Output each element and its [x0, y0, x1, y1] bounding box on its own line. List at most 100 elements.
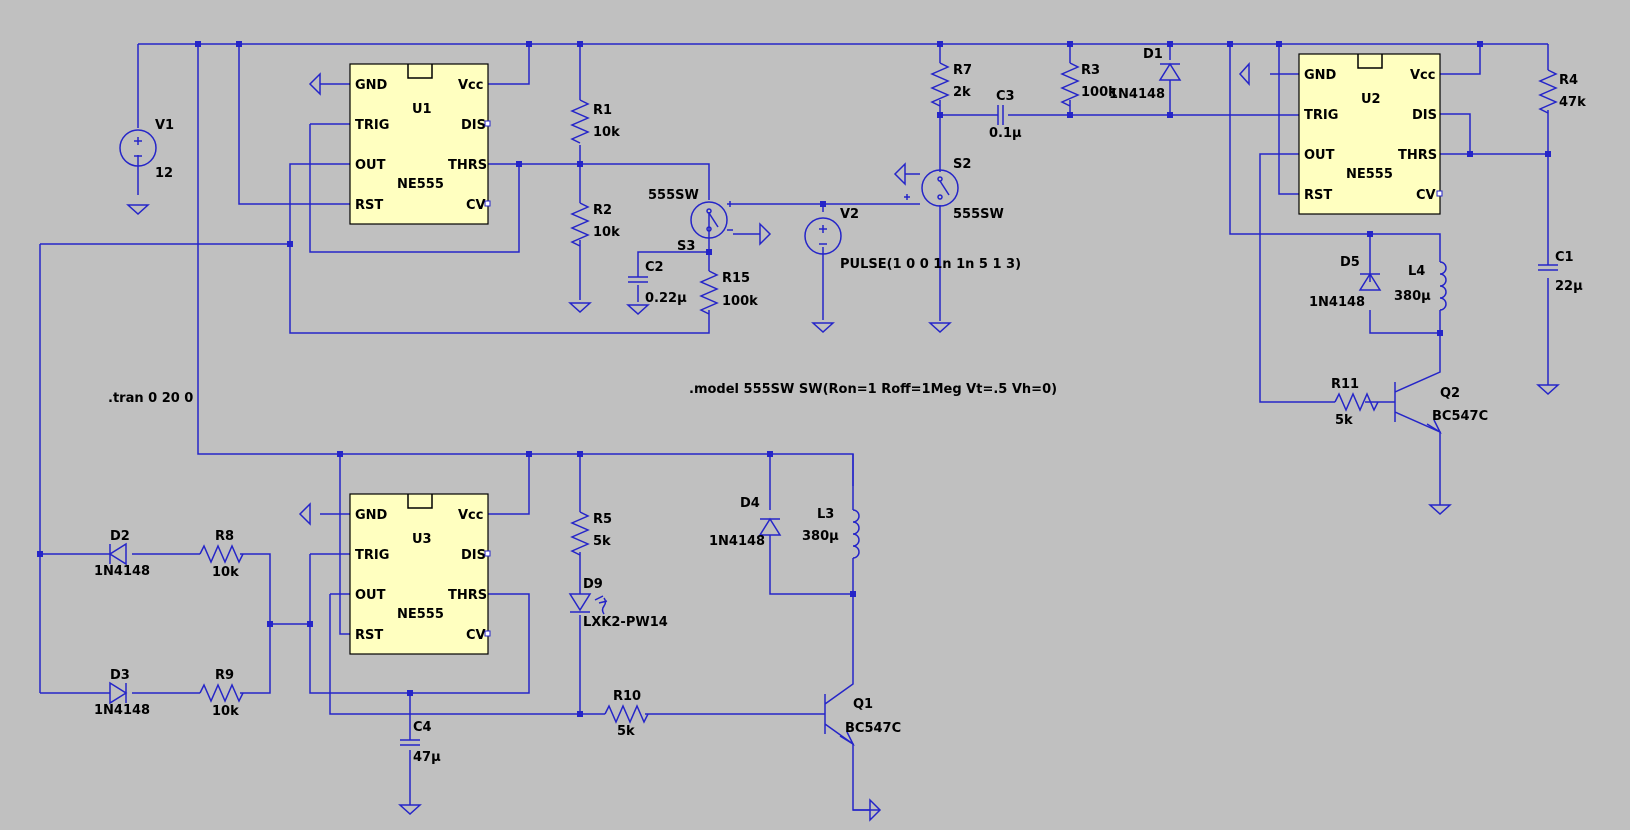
d2-value: 1N4148 [94, 564, 150, 579]
d3-value: 1N4148 [94, 703, 150, 718]
junctions [37, 41, 1551, 717]
ic-u1[interactable]: GND Vcc TRIG DIS OUT THRS RST CV U1 NE55… [349, 63, 491, 225]
resistor-r2[interactable]: R2 10k [570, 202, 620, 247]
u2-pin-cv: CV [1416, 188, 1436, 203]
u3-pin-out: OUT [355, 588, 386, 603]
resistor-r8[interactable]: R8 10k [199, 529, 244, 580]
wires [39, 43, 1549, 811]
inductor-l3[interactable]: L3 380µ [802, 507, 860, 574]
r8-value: 10k [212, 565, 239, 580]
switch-s3[interactable]: 555SW S3 [648, 188, 733, 254]
transistor-q1[interactable]: Q1 BC547C [824, 668, 901, 750]
diode-d1[interactable]: D1 1N4148 [1109, 47, 1182, 102]
resistor-r10[interactable]: R10 5k [604, 689, 649, 739]
r11-value: 5k [1335, 413, 1353, 428]
u3-model: NE555 [397, 607, 444, 622]
s3-model: 555SW [648, 188, 699, 203]
diode-d5[interactable]: D5 1N4148 [1309, 255, 1382, 310]
v1-name: V1 [155, 118, 174, 133]
l4-name: L4 [1408, 264, 1425, 279]
diode-d4[interactable]: D4 1N4148 [709, 496, 782, 549]
u2-pin-gnd: GND [1304, 68, 1337, 83]
c2-name: C2 [645, 260, 664, 275]
l3-value: 380µ [802, 529, 839, 544]
r2-value: 10k [593, 225, 620, 240]
d1-name: D1 [1143, 47, 1163, 62]
l4-value: 380µ [1394, 289, 1431, 304]
resistor-r5[interactable]: R5 5k [570, 511, 612, 556]
u3-name: U3 [412, 532, 432, 547]
u2-name: U2 [1361, 92, 1381, 107]
r3-name: R3 [1081, 63, 1100, 78]
q1-name: Q1 [853, 697, 873, 712]
transistor-q2[interactable]: Q2 BC547C [1394, 365, 1488, 445]
resistor-r11[interactable]: R11 5k [1331, 377, 1379, 428]
u1-pin-gnd: GND [355, 78, 388, 93]
resistor-r3[interactable]: R3 100k [1060, 62, 1117, 107]
l3-name: L3 [817, 507, 834, 522]
d1-value: 1N4148 [1109, 87, 1165, 102]
u3-pin-rst: RST [355, 628, 383, 643]
r7-name: R7 [953, 63, 972, 78]
d4-name: D4 [740, 496, 760, 511]
u2-model: NE555 [1346, 167, 1393, 182]
d5-value: 1N4148 [1309, 295, 1365, 310]
u3-pin-gnd: GND [355, 508, 388, 523]
d2-name: D2 [110, 529, 130, 544]
u2-pin-dis: DIS [1412, 108, 1437, 123]
capacitor-c2[interactable]: C2 0.22µ [628, 260, 687, 306]
ic-u2[interactable]: GND Vcc TRIG DIS OUT THRS RST CV U2 NE55… [1298, 53, 1443, 215]
d9-value: LXK2-PW14 [583, 615, 668, 630]
c2-value: 0.22µ [645, 291, 687, 306]
led-d9[interactable]: D9 LXK2-PW14 [568, 577, 668, 630]
s3-name: S3 [677, 239, 695, 254]
r4-name: R4 [1559, 73, 1578, 88]
u2-pin-vcc: Vcc [1410, 68, 1435, 83]
q2-value: BC547C [1432, 409, 1488, 424]
r1-name: R1 [593, 103, 612, 118]
inductor-l4[interactable]: L4 380µ [1394, 261, 1447, 318]
r7-value: 2k [953, 85, 971, 100]
q2-name: Q2 [1440, 386, 1460, 401]
r9-value: 10k [212, 704, 239, 719]
u3-pin-dis: DIS [461, 548, 486, 563]
u2-pin-rst: RST [1304, 188, 1332, 203]
grounds [126, 62, 1560, 822]
resistor-r4[interactable]: R4 47k [1538, 69, 1586, 114]
d4-value: 1N4148 [709, 534, 765, 549]
u2-pin-trig: TRIG [1304, 108, 1338, 123]
u1-pin-thrs: THRS [448, 158, 487, 173]
resistor-r1[interactable]: R1 10k [570, 99, 620, 144]
u2-pin-thrs: THRS [1398, 148, 1437, 163]
model-directive[interactable]: .model 555SW SW(Ron=1 Roff=1Meg Vt=.5 Vh… [689, 382, 1057, 397]
r10-value: 5k [617, 724, 635, 739]
s2-name: S2 [953, 157, 971, 172]
c4-value: 47µ [413, 750, 441, 765]
u2-pin-out: OUT [1304, 148, 1335, 163]
resistor-r15[interactable]: R15 100k [699, 270, 758, 315]
voltage-source-v1[interactable]: V1 12 [119, 118, 174, 181]
r4-value: 47k [1559, 95, 1586, 110]
diode-d2[interactable]: D2 1N4148 [94, 529, 150, 579]
u1-pin-rst: RST [355, 198, 383, 213]
capacitor-c3[interactable]: C3 0.1µ [989, 89, 1022, 141]
ic-u3[interactable]: GND Vcc TRIG DIS OUT THRS RST CV U3 NE55… [349, 493, 491, 655]
u1-pin-out: OUT [355, 158, 386, 173]
c4-name: C4 [413, 720, 432, 735]
c1-value: 22µ [1555, 279, 1583, 294]
u3-pin-vcc: Vcc [458, 508, 483, 523]
capacitor-c4[interactable]: C4 47µ [400, 720, 441, 765]
tran-directive[interactable]: .tran 0 20 0 [108, 391, 193, 406]
r3-value: 100k [1081, 85, 1117, 100]
switch-s2[interactable]: S2 555SW [904, 157, 1004, 222]
diode-d3[interactable]: D3 1N4148 [94, 668, 150, 718]
c3-value: 0.1µ [989, 126, 1022, 141]
resistor-r9[interactable]: R9 10k [199, 668, 244, 719]
r8-name: R8 [215, 529, 234, 544]
r5-value: 5k [593, 534, 611, 549]
voltage-source-v2[interactable]: V2 PULSE(1 0 0 1n 1n 5 1 3) [804, 207, 1021, 272]
u3-pin-cv: CV [466, 628, 486, 643]
resistor-r7[interactable]: R7 2k [930, 62, 972, 107]
capacitor-c1[interactable]: C1 22µ [1538, 250, 1583, 294]
